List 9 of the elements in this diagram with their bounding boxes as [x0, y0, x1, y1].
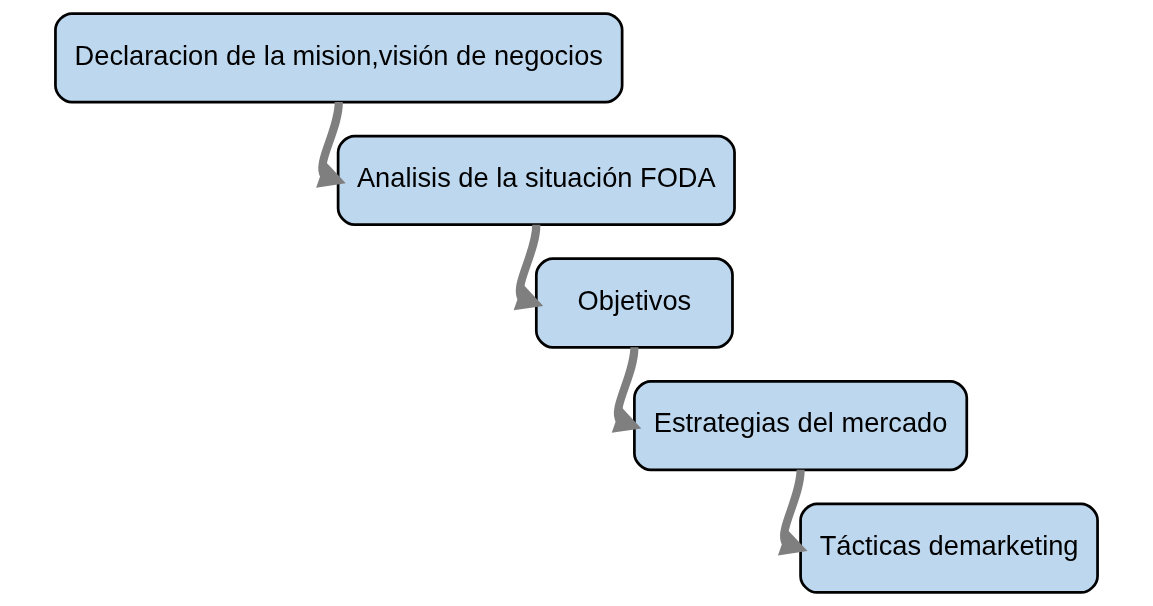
arrow: [611, 347, 642, 433]
node-box: Declaracion de la mision,visión de negocios: [54, 12, 624, 104]
node-box: Analisis de la situación FODA: [336, 134, 736, 227]
node-box: Tácticas demarketing: [799, 502, 1099, 594]
arrow: [513, 224, 544, 311]
node-box: Objetivos: [534, 257, 734, 349]
node-box: Estrategias del mercado: [633, 379, 969, 472]
arrow: [777, 469, 808, 556]
arrow: [316, 101, 346, 188]
